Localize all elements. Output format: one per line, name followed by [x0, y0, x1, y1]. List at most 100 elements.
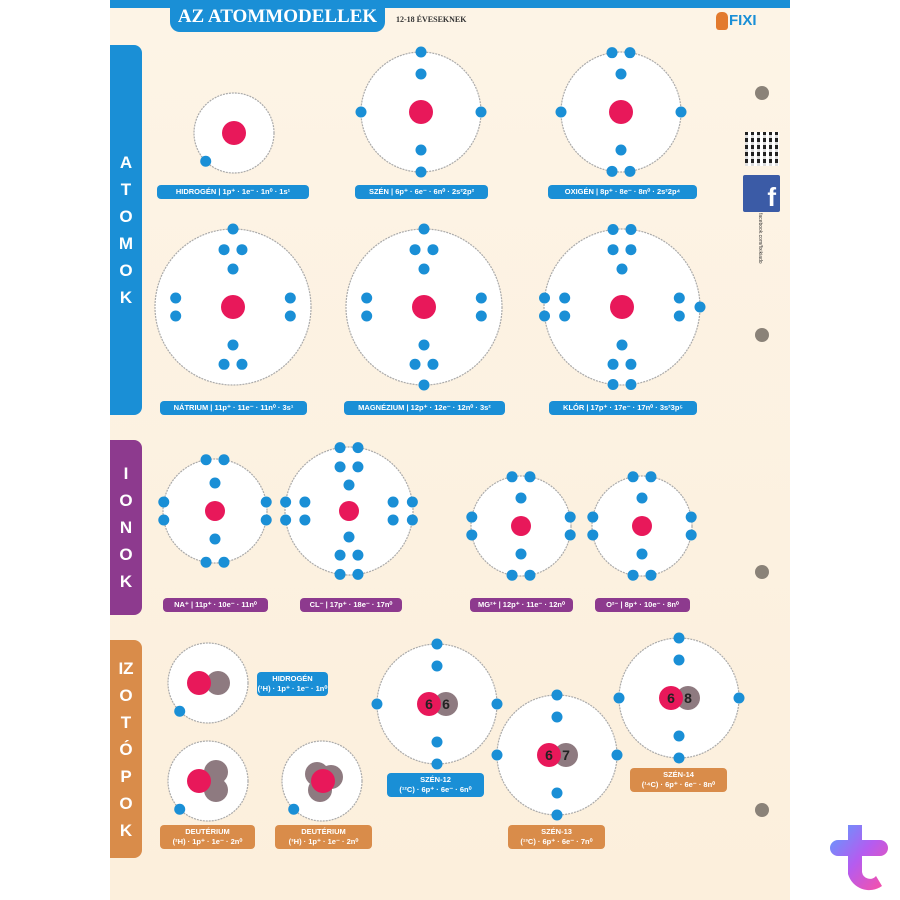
electron [280, 496, 292, 508]
electron [551, 689, 563, 701]
isotope-hidrogen [167, 642, 249, 724]
electron [415, 166, 427, 178]
electron [673, 752, 685, 764]
electron [587, 511, 599, 523]
electron [587, 529, 599, 541]
ion-label-o: O²⁻ | 8p⁺ · 10e⁻ · 8n⁰ [595, 598, 690, 612]
electron [236, 244, 248, 256]
electron [624, 165, 636, 177]
electron [506, 569, 518, 581]
atom-label-szen: SZÉN | 6p⁺ · 6e⁻ · 6n⁰ · 2s²2p² [355, 185, 488, 199]
electron [209, 477, 221, 489]
electron [606, 47, 618, 59]
section-tab-isotopes: IZOTÓPOK [110, 640, 142, 858]
electron [200, 454, 212, 466]
electron [227, 263, 239, 275]
electron [515, 492, 527, 504]
electron [174, 705, 186, 717]
electron [415, 68, 427, 80]
proton-count: 6 [545, 747, 553, 763]
electron [236, 358, 248, 370]
electron [352, 568, 364, 580]
electron [415, 46, 427, 58]
electron [218, 358, 230, 370]
facebook-text: facebook.com/fixikiado [757, 213, 763, 264]
isotope-deuterium-1 [167, 740, 249, 822]
electron [371, 698, 383, 710]
electron [227, 339, 239, 351]
section-tab-ions: IONOK [110, 440, 142, 615]
electron [218, 454, 230, 466]
electron [418, 379, 430, 391]
ion-mg-ion [466, 471, 576, 581]
electron [218, 556, 230, 568]
electron [555, 106, 567, 118]
facebook-icon[interactable]: f [743, 175, 780, 212]
electron [406, 496, 418, 508]
proton [537, 743, 561, 767]
electron [607, 358, 619, 370]
isotope-label-deuterium-1: DEUTÉRIUM(²H) · 1p⁺ · 1e⁻ · 2n⁰ [160, 825, 255, 849]
electron [515, 548, 527, 560]
neutron [554, 743, 578, 767]
section-tab-atoms: ATOMOK [110, 45, 142, 415]
ion-cl-ion [280, 442, 418, 580]
proton [659, 686, 683, 710]
qr-code[interactable] [745, 132, 779, 166]
electron [564, 529, 576, 541]
fox-icon [716, 12, 728, 31]
electron [625, 224, 637, 236]
electron [418, 223, 430, 235]
electron [673, 730, 685, 742]
electron [624, 47, 636, 59]
section-title-atoms: ATOMOK [118, 153, 134, 307]
neutron [676, 686, 700, 710]
electron [280, 514, 292, 526]
isotope-title: DEUTÉRIUM [301, 827, 346, 836]
electron [606, 165, 618, 177]
electron [170, 292, 182, 304]
electron [227, 223, 239, 235]
nucleus [511, 516, 531, 536]
isotope-formula: (¹H) · 1p⁺ · 1e⁻ · 1n⁰ [257, 684, 328, 693]
electron [427, 358, 439, 370]
electron [559, 310, 571, 322]
neutron-count: 8 [684, 690, 692, 706]
electron [466, 511, 478, 523]
electron [539, 310, 551, 322]
electron [418, 263, 430, 275]
electron [343, 479, 355, 491]
nucleus [412, 295, 436, 319]
nucleus [409, 100, 433, 124]
electron [343, 531, 355, 543]
atom-klor [539, 224, 706, 390]
electron [334, 549, 346, 561]
atom-label-natrium: NÁTRIUM | 11p⁺ · 11e⁻ · 11n⁰ · 3s¹ [160, 401, 307, 415]
electron [431, 758, 443, 770]
isotope-title: DEUTÉRIUM [185, 827, 230, 836]
ion-o-ion [587, 471, 697, 581]
electron [431, 638, 443, 650]
punch-hole [755, 565, 769, 579]
isotope-label-szen-14: SZÉN-14(¹⁴C) · 6p⁺ · 6e⁻ · 8n⁰ [630, 768, 727, 792]
electron [539, 292, 551, 304]
electron [616, 263, 628, 275]
electron [352, 549, 364, 561]
electron [355, 106, 367, 118]
nucleus [205, 501, 225, 521]
neutron [434, 692, 458, 716]
ion-label-na: NA⁺ | 11p⁺ · 10e⁻ · 11n⁰ [163, 598, 268, 612]
ion-label-mg: MG²⁺ | 12p⁺ · 11e⁻ · 12n⁰ [470, 598, 573, 612]
watermark-logo-icon [830, 825, 888, 891]
electron [299, 514, 311, 526]
punch-hole [755, 86, 769, 100]
atom-label-klor: KLÓR | 17p⁺ · 17e⁻ · 17n⁰ · 3s²3p⁵ [549, 401, 697, 415]
isotope-label-szen-12: SZÉN-12(¹²C) · 6p⁺ · 6e⁻ · 6n⁰ [387, 773, 484, 797]
electron [409, 244, 421, 256]
electron [673, 310, 685, 322]
isotope-label-szen-13: SZÉN-13(¹³C) · 6p⁺ · 6e⁻ · 7n⁰ [508, 825, 605, 849]
electron [673, 292, 685, 304]
ion-na-ion [158, 454, 272, 568]
